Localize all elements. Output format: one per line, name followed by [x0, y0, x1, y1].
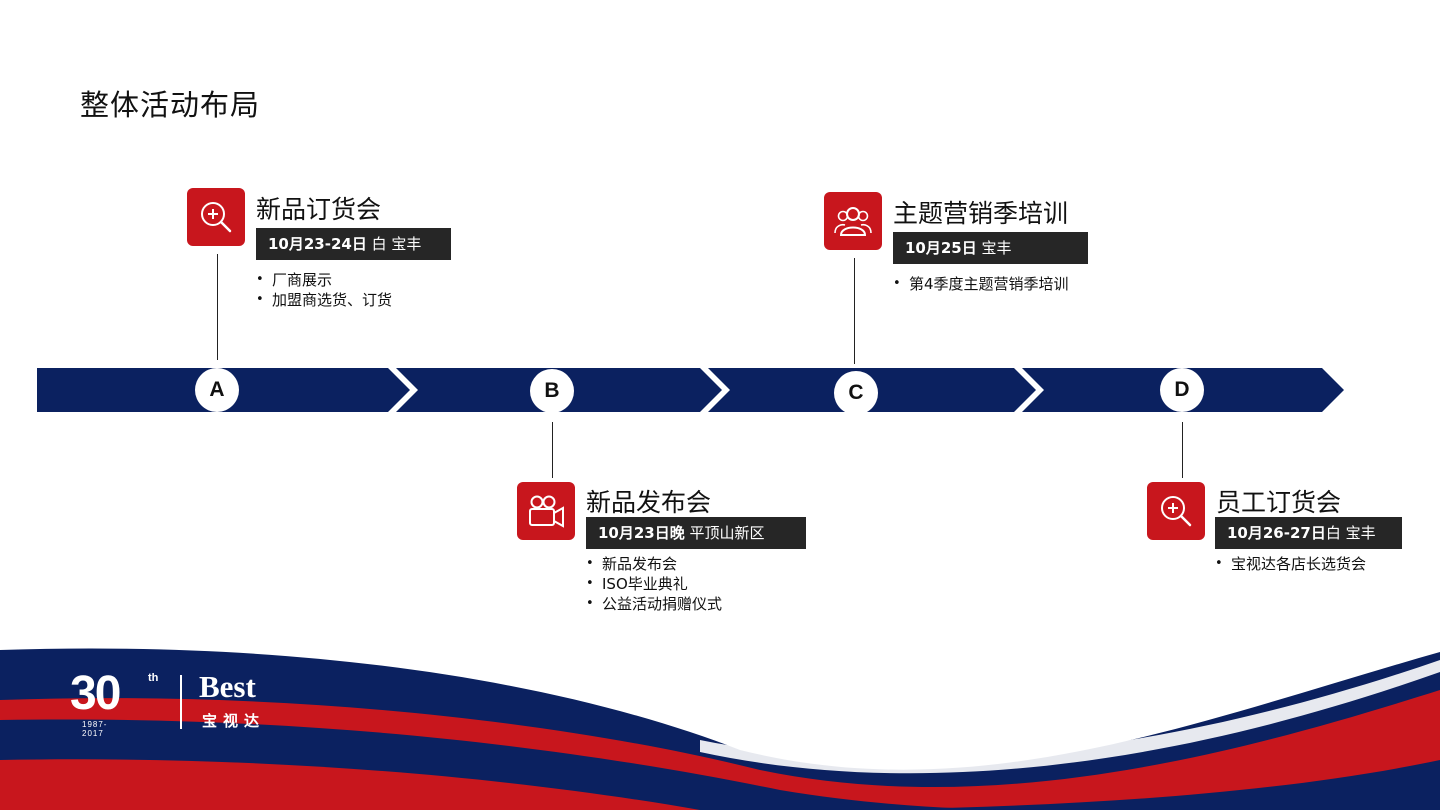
event-date-c: 10月25日 宝丰	[893, 232, 1088, 264]
event-date-b-day: 10月23日晚	[598, 524, 685, 542]
list-item: 宝视达各店长选货会	[1215, 554, 1366, 574]
milestone-c: C	[834, 371, 878, 415]
brand-logo-cn: 宝视达	[202, 712, 266, 730]
list-item: ISO毕业典礼	[586, 574, 722, 594]
milestone-d: D	[1160, 368, 1204, 412]
connector-a	[217, 254, 218, 360]
connector-c	[854, 258, 855, 364]
anniversary-number: 30	[70, 667, 121, 720]
list-item: 第4季度主题营销季培训	[893, 274, 1069, 294]
connector-b	[552, 422, 553, 478]
event-date-a-place: 白 宝丰	[366, 235, 422, 253]
event-date-d-day: 10月26-27日	[1227, 524, 1326, 542]
milestone-b: B	[530, 369, 574, 413]
event-bullets-d: 宝视达各店长选货会	[1215, 554, 1366, 574]
anniversary-logo: 30 th 1987-2017	[70, 667, 158, 739]
footer-swoosh	[0, 648, 1440, 810]
anniversary-years: 1987-2017	[82, 720, 108, 738]
milestone-a: A	[195, 368, 239, 412]
event-bullets-b: 新品发布会 ISO毕业典礼 公益活动捐赠仪式	[586, 554, 722, 614]
logo-divider	[180, 675, 182, 729]
event-bullets-a: 厂商展示 加盟商选货、订货	[256, 270, 392, 310]
users-icon	[824, 192, 882, 250]
list-item: 加盟商选货、订货	[256, 290, 392, 310]
search-plus-icon	[187, 188, 245, 246]
anniversary-superscript: th	[148, 672, 159, 684]
search-plus-icon	[1147, 482, 1205, 540]
video-camera-icon	[517, 482, 575, 540]
event-date-b-place: 平顶山新区	[684, 524, 765, 542]
event-date-a-day: 10月23-24日	[268, 235, 367, 253]
event-title-b: 新品发布会	[586, 488, 712, 517]
list-item: 厂商展示	[256, 270, 392, 290]
event-bullets-c: 第4季度主题营销季培训	[893, 274, 1069, 294]
event-date-d: 10月26-27日白 宝丰	[1215, 517, 1402, 549]
event-date-d-place: 白 宝丰	[1325, 524, 1376, 542]
list-item: 公益活动捐赠仪式	[586, 594, 722, 614]
event-title-a: 新品订货会	[256, 195, 382, 224]
connector-d	[1182, 422, 1183, 478]
list-item: 新品发布会	[586, 554, 722, 574]
event-date-c-place: 宝丰	[976, 239, 1012, 257]
brand-logo: Best	[199, 669, 256, 704]
event-title-d: 员工订货会	[1216, 488, 1342, 517]
event-date-b: 10月23日晚 平顶山新区	[586, 517, 806, 549]
page-title: 整体活动布局	[80, 88, 261, 122]
event-date-c-day: 10月25日	[905, 239, 977, 257]
event-title-c: 主题营销季培训	[893, 199, 1069, 228]
event-date-a: 10月23-24日 白 宝丰	[256, 228, 451, 260]
